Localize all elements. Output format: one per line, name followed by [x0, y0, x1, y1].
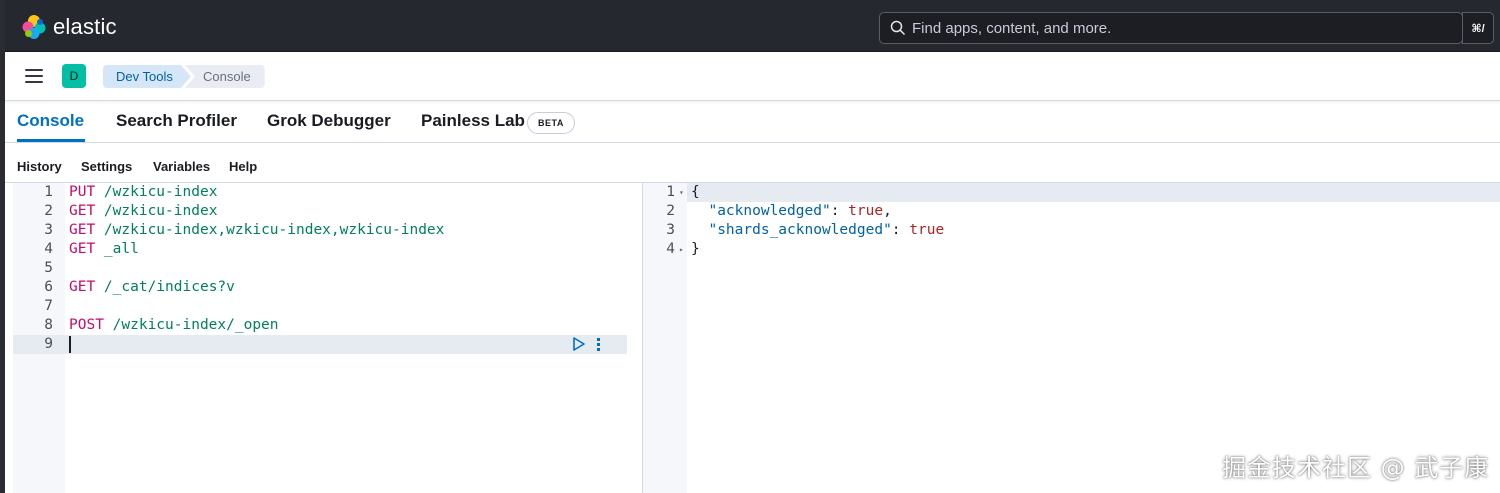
- page-header: D Dev Tools Console: [5, 52, 1500, 101]
- line-number: 4: [666, 241, 675, 257]
- menu-toggle-icon[interactable]: [25, 69, 43, 83]
- line-number: 1: [44, 184, 53, 200]
- request-line[interactable]: PUT /wzkicu-index: [69, 184, 218, 200]
- line-number: 7: [44, 298, 53, 314]
- line-number: 8: [44, 317, 53, 333]
- request-editor[interactable]: 1 PUT /wzkicu-index 2 GET /wzkicu-index …: [5, 183, 642, 493]
- search-input[interactable]: [912, 19, 1452, 37]
- tab-grok-debugger[interactable]: Grok Debugger: [267, 111, 391, 130]
- fold-toggle-icon[interactable]: ▾: [679, 188, 684, 197]
- elastic-logo-icon: [22, 15, 46, 39]
- response-open-brace: {: [691, 184, 700, 200]
- line-number: 3: [666, 222, 675, 238]
- menu-help[interactable]: Help: [229, 159, 258, 174]
- beta-badge: BETA: [527, 112, 575, 134]
- active-line-highlight: [13, 335, 627, 354]
- request-line[interactable]: POST /wzkicu-index/_open: [69, 317, 279, 333]
- menu-history[interactable]: History: [17, 159, 62, 174]
- breadcrumb-console: Console: [185, 65, 265, 88]
- more-vertical-icon[interactable]: [594, 336, 604, 352]
- console-menu: History Settings Variables Help: [5, 143, 1500, 183]
- line-number: 5: [44, 260, 53, 276]
- watermark: 掘金技术社区 @ 武子康: [1222, 454, 1490, 482]
- response-gutter: [643, 183, 687, 493]
- line-number: 1: [666, 184, 675, 200]
- line-number: 3: [44, 222, 53, 238]
- request-line[interactable]: GET _all: [69, 241, 139, 257]
- request-line[interactable]: GET /_cat/indices?v: [69, 279, 235, 295]
- response-close-brace: }: [691, 241, 700, 257]
- line-number: 4: [44, 241, 53, 257]
- search-icon: [890, 20, 906, 36]
- tab-console[interactable]: Console: [17, 111, 85, 130]
- response-editor[interactable]: 1 ▾ { 2 "acknowledged": true, 3 "shards_…: [642, 183, 1500, 493]
- space-avatar[interactable]: D: [62, 64, 86, 88]
- breadcrumb-dev-tools[interactable]: Dev Tools: [103, 65, 191, 88]
- tab-search-profiler[interactable]: Search Profiler: [116, 111, 237, 130]
- request-line[interactable]: GET /wzkicu-index,wzkicu-index,wzkicu-in…: [69, 222, 445, 238]
- global-search[interactable]: [879, 12, 1463, 44]
- response-line: "acknowledged": true,: [708, 203, 892, 219]
- active-line-highlight: [643, 183, 1500, 202]
- top-navigation-bar: elastic ⌘/: [5, 0, 1500, 52]
- play-icon[interactable]: [572, 336, 586, 352]
- menu-settings[interactable]: Settings: [81, 159, 133, 174]
- console-editors: 1 PUT /wzkicu-index 2 GET /wzkicu-index …: [5, 182, 1500, 493]
- menu-variables[interactable]: Variables: [153, 159, 211, 174]
- line-number: 9: [44, 336, 53, 352]
- search-shortcut-badge: ⌘/: [1462, 12, 1494, 44]
- left-edge-strip: [0, 0, 5, 493]
- line-number: 2: [666, 203, 675, 219]
- brand-name: elastic: [53, 14, 117, 39]
- elastic-logo[interactable]: elastic: [21, 14, 117, 40]
- line-number: 6: [44, 279, 53, 295]
- active-tab-underline: [17, 139, 85, 142]
- line-number: 2: [44, 203, 53, 219]
- request-line[interactable]: GET /wzkicu-index: [69, 203, 218, 219]
- response-line: "shards_acknowledged": true: [708, 222, 945, 238]
- dev-tools-tabs: Console Search Profiler Grok Debugger Pa…: [5, 101, 1500, 143]
- text-cursor: [69, 336, 71, 353]
- tab-painless-lab[interactable]: Painless Lab: [421, 111, 525, 130]
- fold-toggle-icon[interactable]: ▸: [679, 245, 684, 254]
